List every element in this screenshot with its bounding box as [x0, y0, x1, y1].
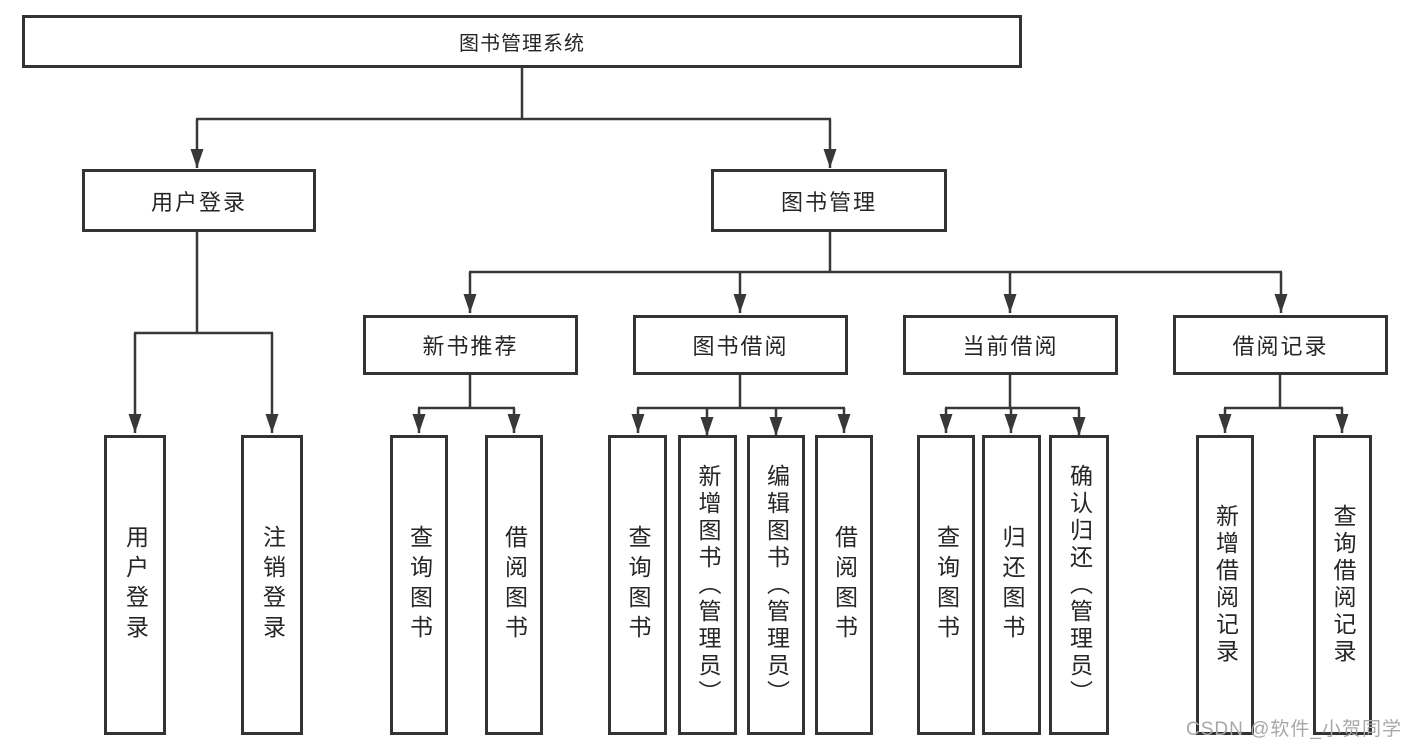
leaf-borrow-books: 借阅图书	[815, 435, 873, 735]
node-current-borrow: 当前借阅	[903, 315, 1118, 375]
leaf-return-books: 归还图书	[982, 435, 1041, 735]
leaf-borrow-query-books-label: 查询图书	[625, 525, 651, 645]
leaf-logout-label: 注销登录	[259, 525, 286, 645]
node-book-borrow: 图书借阅	[633, 315, 848, 375]
leaf-confirm-return-admin-label: 确认归还（管理员）	[1066, 463, 1093, 707]
leaf-query-borrow-record-label: 查询借阅记录	[1330, 504, 1356, 666]
leaf-add-books-admin: 新增图书（管理员）	[678, 435, 737, 735]
csdn-watermark: CSDN @软件_小贺同学	[1186, 719, 1402, 740]
node-book-management-branch: 图书管理	[711, 169, 947, 232]
node-root-library-system: 图书管理系统	[22, 15, 1022, 68]
node-user-login-branch: 用户登录	[82, 169, 316, 232]
node-new-book-recommend: 新书推荐	[363, 315, 578, 375]
leaf-query-borrow-record: 查询借阅记录	[1313, 435, 1372, 735]
leaf-add-borrow-record-label: 新增借阅记录	[1212, 504, 1239, 666]
leaf-return-books-label: 归还图书	[999, 525, 1025, 645]
leaf-current-query-books: 查询图书	[917, 435, 975, 735]
leaf-logout: 注销登录	[241, 435, 303, 735]
node-current-borrow-label: 当前借阅	[962, 334, 1059, 359]
leaf-edit-books-admin: 编辑图书（管理员）	[747, 435, 805, 735]
node-borrow-records: 借阅记录	[1173, 315, 1388, 375]
node-book-borrow-label: 图书借阅	[692, 334, 789, 359]
leaf-user-login-label: 用户登录	[122, 525, 149, 645]
node-borrow-records-label: 借阅记录	[1232, 334, 1329, 359]
leaf-add-books-admin-label: 新增图书（管理员）	[695, 463, 721, 707]
leaf-borrow-books-label: 借阅图书	[831, 525, 858, 645]
leaf-user-login: 用户登录	[104, 435, 166, 735]
leaf-confirm-return-admin: 确认归还（管理员）	[1049, 435, 1109, 735]
leaf-borrow-query-books: 查询图书	[608, 435, 667, 735]
node-root-label: 图书管理系统	[459, 33, 585, 55]
node-user-login-label: 用户登录	[150, 189, 247, 215]
leaf-recommend-borrow-books: 借阅图书	[485, 435, 543, 735]
leaf-add-borrow-record: 新增借阅记录	[1196, 435, 1254, 735]
leaf-recommend-query-books-label: 查询图书	[406, 525, 433, 645]
leaf-recommend-borrow-books-label: 借阅图书	[501, 525, 528, 645]
leaf-recommend-query-books: 查询图书	[390, 435, 448, 735]
leaf-current-query-books-label: 查询图书	[933, 525, 960, 645]
node-new-book-recommend-label: 新书推荐	[422, 334, 519, 359]
node-book-management-label: 图书管理	[780, 189, 877, 215]
leaf-edit-books-admin-label: 编辑图书（管理员）	[763, 463, 790, 707]
